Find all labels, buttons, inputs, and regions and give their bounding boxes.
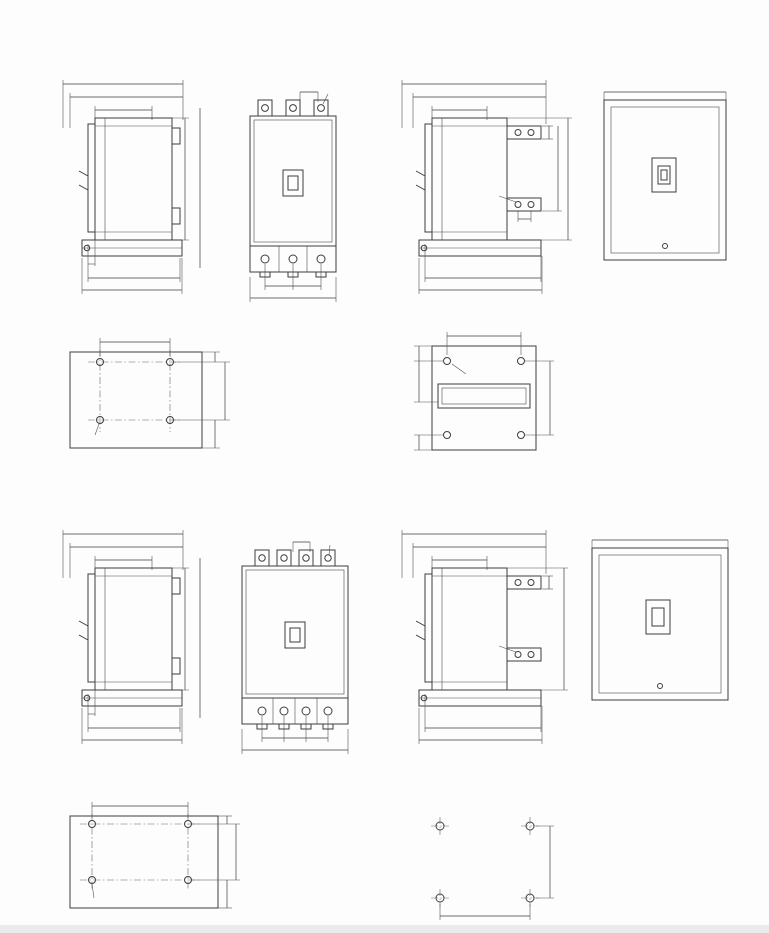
mounting-plate (69, 814, 219, 909)
drawing-4p-bottom-mount (69, 802, 240, 909)
drawing-3p-vertical-front-view (249, 91, 337, 302)
dimension-lines (439, 825, 554, 920)
dimension-lines (94, 338, 230, 449)
breaker-body-side (415, 117, 542, 257)
drawing-3p-vertical-side-view (62, 80, 201, 294)
dimension-lines (401, 80, 572, 294)
breaker-enclosure-front (591, 547, 729, 701)
breaker-body-side (415, 567, 542, 707)
dimension-lines (249, 91, 337, 302)
drawing-3p-horizontal-front-view (603, 91, 727, 261)
drawing-4p-rear-mount (431, 817, 554, 920)
dimension-lines (414, 332, 554, 451)
mounting-holes (431, 817, 539, 907)
dimension-lines (401, 530, 568, 744)
mounting-plate (69, 350, 203, 449)
drawing-4p-horizontal-side-view (401, 530, 568, 744)
dimension-lines (62, 530, 201, 744)
mounting-plate (431, 345, 537, 451)
breaker-body-front (241, 549, 349, 730)
drawing-4p-vertical-front-view (241, 541, 349, 754)
dimension-lines (91, 802, 240, 909)
breaker-enclosure-front (603, 99, 727, 261)
page-bottom-edge (0, 925, 769, 933)
drawing-3p-bottom-mount (69, 338, 230, 449)
drawing-4p-horizontal-front-view (591, 539, 729, 701)
drawing-4p-vertical-side-view (62, 530, 201, 744)
drawing-3p-horizontal-side-view (401, 80, 572, 294)
breaker-body-side (78, 117, 183, 257)
breaker-body-side (78, 567, 183, 707)
breaker-body-front (249, 99, 337, 278)
drawing-3p-rear-mount (414, 332, 554, 451)
